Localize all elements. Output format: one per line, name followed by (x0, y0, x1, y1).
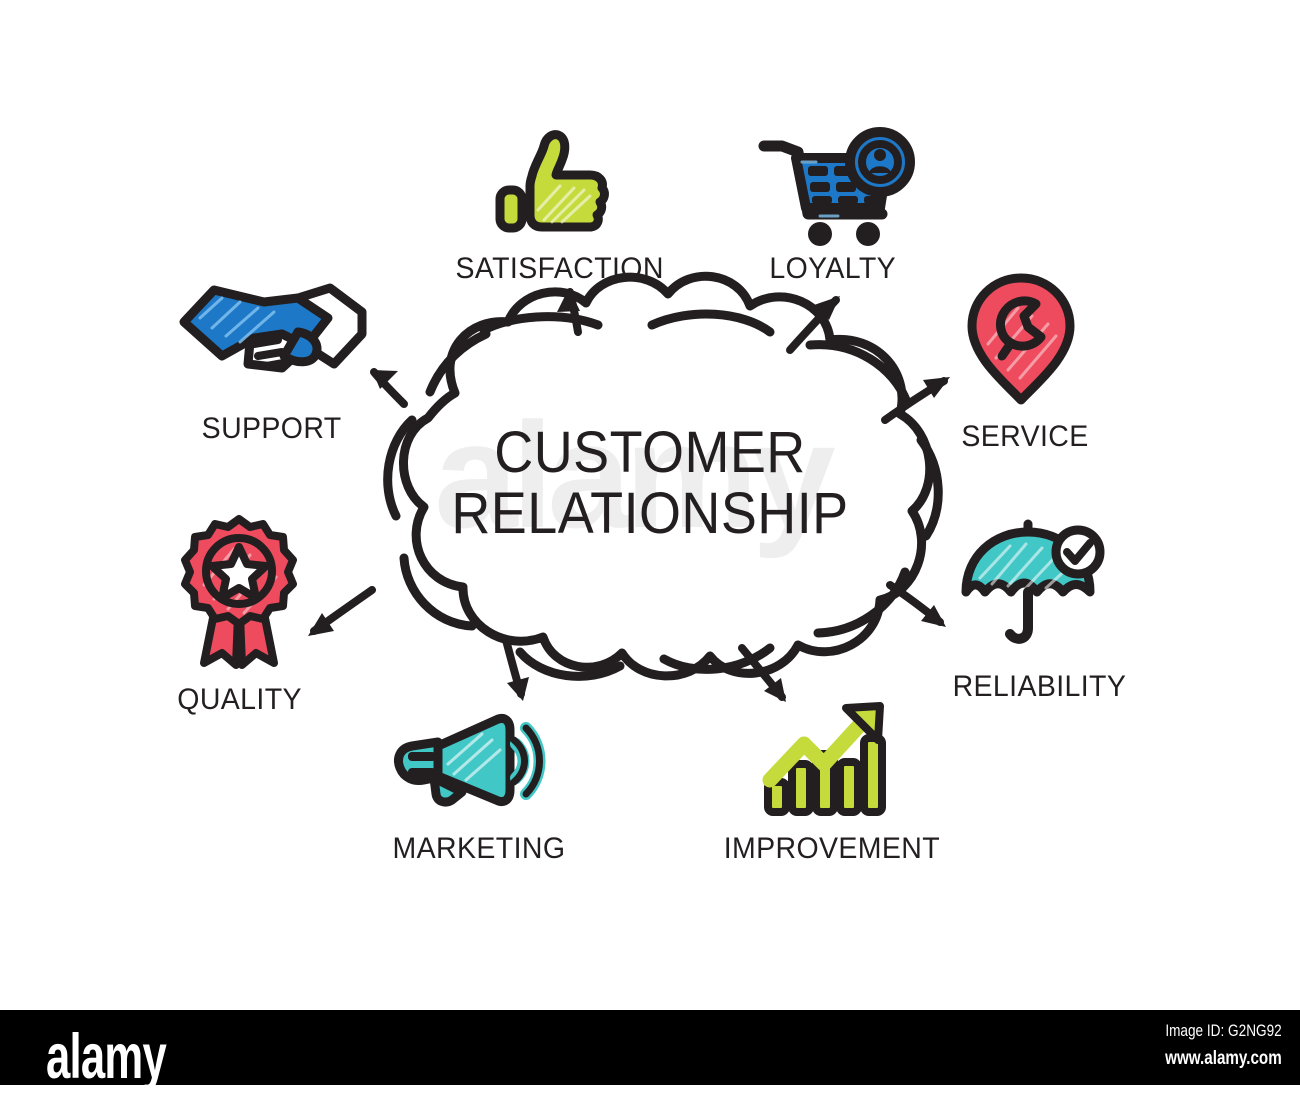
label-satisfaction: SATISFACTION (455, 252, 664, 285)
arrow-group (308, 288, 950, 702)
arrow-to-improvement (738, 644, 786, 702)
label-service: SERVICE (961, 420, 1089, 453)
arrow-to-loyalty (786, 296, 840, 354)
award-rosette-icon (180, 515, 298, 675)
growth-chart-icon (762, 702, 897, 817)
map-pin-wrench-icon (966, 272, 1076, 407)
diagram-canvas: alamy CUSTOMER RELATIONSHIP SATISFACTION (177, 127, 1127, 865)
thumbs-up-icon (486, 130, 616, 255)
megaphone-icon (392, 712, 546, 822)
label-support: SUPPORT (201, 412, 342, 445)
arrow-to-reliability (886, 581, 946, 627)
alamy-footer-bar: alamy Image ID: G2NG92 www.alamy.com (0, 1010, 1300, 1092)
website-text: www.alamy.com (1165, 1048, 1282, 1070)
arrow-to-quality (308, 586, 376, 636)
arrow-to-marketing (502, 636, 529, 701)
cloud-outer-sketch-arcs (383, 309, 943, 681)
label-quality: QUALITY (177, 683, 302, 716)
arrow-to-satisfaction (557, 288, 582, 336)
shopping-cart-user-icon (756, 127, 916, 250)
label-reliability: RELIABILITY (952, 670, 1127, 703)
arrow-to-support (370, 368, 408, 408)
umbrella-check-icon (958, 519, 1108, 655)
image-id-text: Image ID: G2NG92 (1165, 1021, 1282, 1040)
label-marketing: MARKETING (392, 832, 566, 865)
cloud-and-arrows-graphic (308, 271, 950, 702)
label-loyalty: LOYALTY (769, 252, 897, 285)
footer-meta: Image ID: G2NG92 www.alamy.com (1136, 1018, 1282, 1074)
alamy-logo: alamy (46, 1021, 167, 1092)
handshake-icon (178, 272, 368, 392)
label-improvement: IMPROVEMENT (723, 832, 941, 865)
arrow-to-service (881, 377, 950, 424)
